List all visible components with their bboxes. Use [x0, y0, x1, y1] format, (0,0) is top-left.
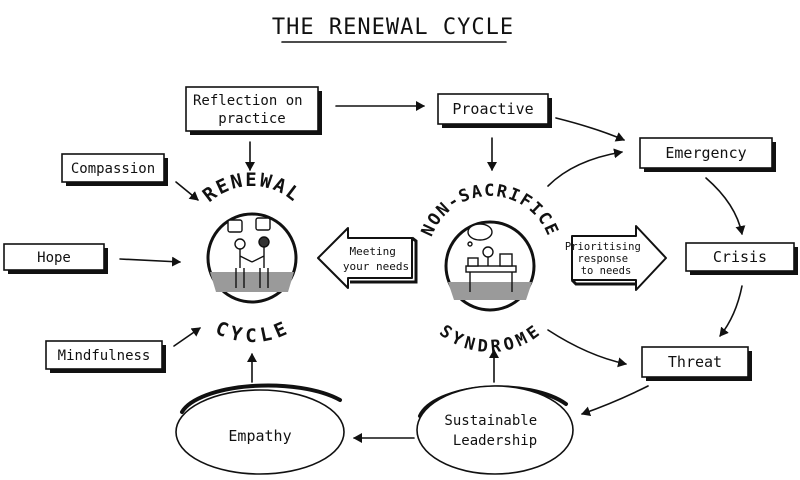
- crisis-node: Crisis: [685, 242, 798, 275]
- sustainable-leadership-node: Sustainable Leadership: [416, 385, 574, 475]
- arrow-nonsac-to-emergency: [547, 148, 623, 187]
- sustainable-line-1: Sustainable: [444, 413, 537, 429]
- non-sacrifice-circle: NON-SACRIFICE SYNDROME: [418, 181, 561, 357]
- page-title: THE RENEWAL CYCLE: [272, 15, 514, 40]
- meeting-needs-line-1: Meeting: [350, 245, 396, 258]
- floor-shading: [448, 282, 532, 300]
- arrow-hope-to-renewal: [119, 256, 181, 267]
- title-group: THE RENEWAL CYCLE: [272, 15, 514, 43]
- handshake-figures-icon: [227, 217, 271, 288]
- empathy-node: Empathy: [175, 383, 345, 475]
- empathy-label: Empathy: [228, 427, 291, 445]
- arrow-compassion-to-renewal: [175, 181, 199, 201]
- renewal-circle-bottom-text: CYCLE: [212, 317, 290, 347]
- arrow-threat-to-sustainable: [581, 385, 649, 417]
- arrow-proactive-to-emergency: [555, 117, 625, 142]
- connector-arrows: [119, 101, 746, 443]
- prioritising-arrow: Prioritising response to needs: [565, 225, 667, 291]
- crisis-label: Crisis: [713, 248, 767, 266]
- svg-text:Prioritising response: Prioritising response to needs: [565, 241, 647, 277]
- prioritising-line-3: to needs: [581, 265, 632, 277]
- emergency-node: Emergency: [639, 137, 776, 172]
- hope-label: Hope: [37, 250, 71, 266]
- reflection-node: Reflection on practice: [185, 86, 322, 135]
- meeting-needs-arrow: Meeting your needs: [317, 227, 418, 289]
- arrow-emergency-to-crisis: [705, 177, 746, 235]
- arrow-mindfulness-to-renewal: [173, 327, 201, 347]
- sustainable-line-2: Leadership: [453, 433, 537, 449]
- compassion-label: Compassion: [71, 161, 155, 177]
- svg-text:Reflection on practice: Reflection on practice: [193, 93, 311, 127]
- threat-node: Threat: [641, 346, 752, 381]
- reflection-line-2: practice: [218, 111, 285, 127]
- reflection-line-1: Reflection on: [193, 93, 303, 109]
- renewal-cycle-circle: RENEWAL CYCLE: [199, 169, 306, 347]
- svg-text:SYNDROME: SYNDROME: [436, 321, 545, 357]
- meeting-needs-line-2: your needs: [343, 260, 409, 273]
- floor-shading: [210, 272, 294, 292]
- mindfulness-label: Mindfulness: [58, 348, 151, 364]
- hope-node: Hope: [3, 243, 108, 274]
- proactive-node: Proactive: [437, 93, 552, 128]
- svg-text:Sustainable Leadership: Sustainable Leadership: [444, 413, 545, 449]
- svg-text:RENEWAL: RENEWAL: [199, 169, 306, 207]
- threat-label: Threat: [668, 353, 722, 371]
- compassion-node: Compassion: [61, 153, 168, 186]
- arrow-nonsac-to-threat: [547, 329, 627, 368]
- svg-text:CYCLE: CYCLE: [212, 317, 292, 347]
- proactive-label: Proactive: [452, 100, 533, 118]
- svg-text:Meeting your needs: Meeting your needs: [343, 245, 409, 273]
- emergency-label: Emergency: [665, 144, 746, 162]
- arrow-crisis-to-threat: [719, 285, 743, 337]
- prioritising-line-1: Prioritising: [565, 241, 641, 253]
- nonsac-circle-bottom-text: SYNDROME: [436, 321, 543, 357]
- renewal-circle-top-text: RENEWAL: [199, 169, 304, 207]
- mindfulness-node: Mindfulness: [45, 340, 166, 373]
- desk-worker-icon: [465, 223, 517, 292]
- prioritising-line-2: response: [578, 253, 629, 265]
